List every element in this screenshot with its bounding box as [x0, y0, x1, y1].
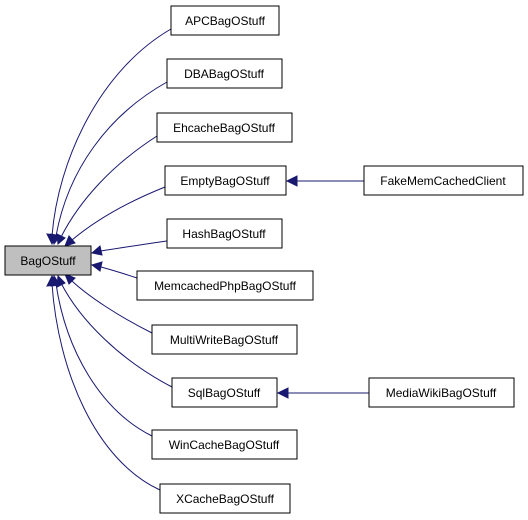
node-bagostuff-label: BagOStuff [20, 254, 76, 268]
node-ehcachebagostuff-box [156, 112, 293, 143]
node-ehcachebagostuff-label: EhcacheBagOStuff [173, 121, 276, 135]
node-wincachebagostuff-box [151, 429, 298, 460]
nodes-layer: BagOStuff APCBagOStuff DBABagOStuff Ehca… [4, 5, 524, 514]
node-wincachebagostuff-label: WinCacheBagOStuff [169, 438, 280, 452]
node-multiwritebagostuff-box [151, 324, 298, 355]
arrowhead-multiwrite [64, 273, 76, 285]
node-fakememcachedclient[interactable]: FakeMemCachedClient [363, 165, 524, 196]
node-memcachedphpbagostuff-box [136, 270, 314, 301]
node-apcbagostuff-box [170, 5, 280, 36]
node-fakememcachedclient-box [363, 165, 524, 196]
edge-wincache-to-bagostuff [55, 283, 153, 437]
arrowhead-ehcache [56, 233, 66, 246]
node-sqlbagostuff[interactable]: SqlBagOStuff [171, 377, 278, 408]
node-memcachedphpbagostuff[interactable]: MemcachedPhpBagOStuff [136, 270, 314, 301]
node-dbabagostuff-label: DBABagOStuff [184, 67, 264, 81]
node-xcachebagostuff-box [159, 483, 291, 514]
node-wincachebagostuff[interactable]: WinCacheBagOStuff [151, 429, 298, 460]
arrowhead-hash [90, 245, 103, 256]
node-fakememcachedclient-label: FakeMemCachedClient [380, 174, 506, 188]
node-mediawikibagostuff-label: MediaWikiBagOStuff [386, 386, 497, 400]
arrowhead-xcache [46, 274, 57, 287]
edge-multiwrite-to-bagostuff [71, 280, 153, 334]
node-sqlbagostuff-label: SqlBagOStuff [188, 386, 261, 400]
node-ehcachebagostuff[interactable]: EhcacheBagOStuff [156, 112, 293, 143]
node-hashbagostuff[interactable]: HashBagOStuff [166, 218, 283, 249]
node-dbabagostuff[interactable]: DBABagOStuff [166, 58, 283, 89]
node-apcbagostuff-label: APCBagOStuff [185, 14, 265, 28]
node-apcbagostuff[interactable]: APCBagOStuff [170, 5, 280, 36]
node-emptybagostuff-box [164, 165, 287, 196]
edges-layer [46, 28, 369, 491]
node-hashbagostuff-label: HashBagOStuff [182, 227, 266, 241]
node-emptybagostuff[interactable]: EmptyBagOStuff [164, 165, 287, 196]
node-multiwritebagostuff-label: MultiWriteBagOStuff [170, 333, 279, 347]
edge-memcachedphp-to-bagostuff [100, 266, 138, 279]
node-multiwritebagostuff[interactable]: MultiWriteBagOStuff [151, 324, 298, 355]
edge-ehcache-to-bagostuff [60, 135, 158, 238]
node-xcachebagostuff-label: XCacheBagOStuff [176, 492, 275, 506]
arrowhead-memcachedphp [90, 261, 103, 272]
edge-dba-to-bagostuff [55, 81, 168, 237]
node-mediawikibagostuff[interactable]: MediaWikiBagOStuff [368, 377, 515, 408]
node-dbabagostuff-box [166, 58, 283, 89]
node-xcachebagostuff[interactable]: XCacheBagOStuff [159, 483, 291, 514]
node-bagostuff-box [4, 245, 92, 276]
node-bagostuff[interactable]: BagOStuff [4, 245, 92, 276]
arrowhead-mediawiki [276, 387, 289, 399]
node-hashbagostuff-box [166, 218, 283, 249]
arrowhead-fakememcached [285, 175, 298, 187]
edge-hash-to-bagostuff [100, 240, 168, 252]
edge-apc-to-bagostuff [51, 28, 172, 237]
node-memcachedphpbagostuff-label: MemcachedPhpBagOStuff [154, 279, 297, 293]
edge-empty-to-bagostuff [71, 186, 166, 241]
node-mediawikibagostuff-box [368, 377, 515, 408]
edge-sql-to-bagostuff [60, 282, 173, 388]
node-sqlbagostuff-box [171, 377, 278, 408]
node-emptybagostuff-label: EmptyBagOStuff [180, 174, 270, 188]
arrowhead-empty [64, 235, 76, 247]
edge-xcache-to-bagostuff [51, 283, 161, 491]
